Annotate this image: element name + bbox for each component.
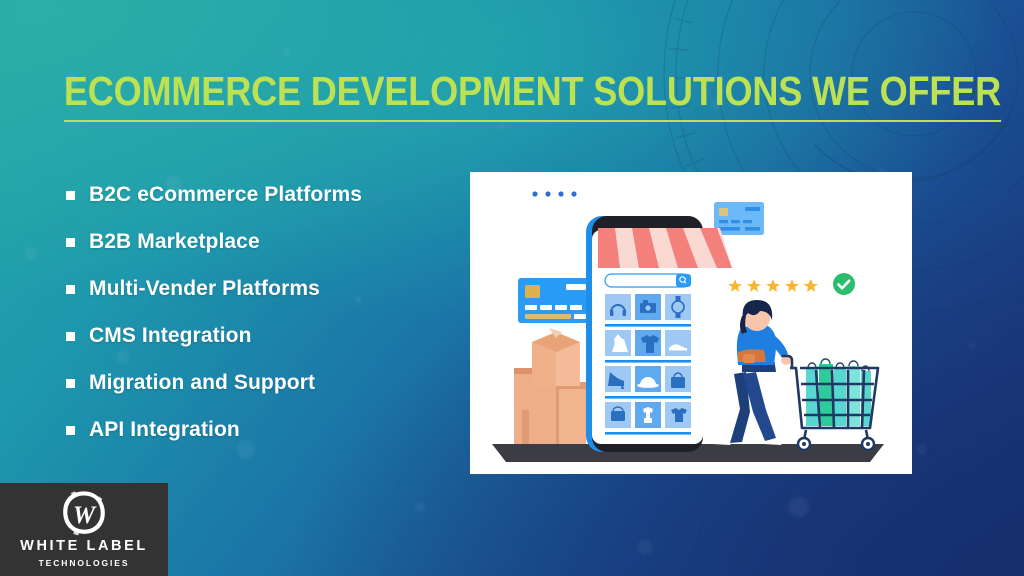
list-item: API Integration (66, 417, 456, 464)
bullet-label: B2B Marketplace (89, 230, 260, 253)
square-bullet-icon (66, 332, 75, 341)
list-item: Migration and Support (66, 370, 456, 417)
list-item: Multi-Vender Platforms (66, 276, 456, 323)
square-bullet-icon (66, 191, 75, 200)
bullet-label: Migration and Support (89, 371, 316, 394)
page-title: ECOMMERCE DEVELOPMENT SOLUTIONS WE OFFER (63, 69, 1001, 123)
bullet-label: B2C eCommerce Platforms (89, 183, 363, 206)
shopper-woman-icon (713, 300, 791, 445)
smartphone-store-icon (586, 216, 732, 452)
logo-company-subtitle: TECHNOLOGIES (38, 557, 130, 568)
square-bullet-icon (66, 285, 75, 294)
background-compass-dial-icon (663, 0, 1024, 325)
verified-check-icon (833, 273, 855, 295)
striped-awning-icon (598, 228, 732, 268)
ecommerce-illustration-card (470, 172, 912, 474)
square-bullet-icon (66, 426, 75, 435)
ecommerce-illustration (492, 191, 884, 462)
rating-stars-icon (728, 279, 818, 292)
white-label-w-monogram-icon: W (63, 491, 105, 536)
credit-card-left-icon (518, 278, 594, 323)
bullet-label: Multi-Vender Platforms (89, 277, 320, 300)
shopping-cart-with-bags-icon (782, 354, 880, 452)
cardboard-boxes-icon (514, 328, 586, 444)
ground-shadow (492, 444, 884, 462)
search-bar (604, 273, 691, 288)
list-item: B2B Marketplace (66, 229, 456, 276)
bullet-label: API Integration (89, 418, 240, 441)
list-item: CMS Integration (66, 323, 456, 370)
services-bullet-list: B2C eCommerce Platforms B2B Marketplace … (66, 182, 456, 464)
credit-card-top-icon (714, 202, 764, 235)
product-grid (605, 294, 691, 435)
bullet-label: CMS Integration (89, 324, 252, 347)
square-bullet-icon (66, 379, 75, 388)
dots-row-icon (532, 191, 577, 197)
svg-text:W: W (73, 502, 97, 529)
company-logo: W WHITE LABEL TECHNOLOGIES (0, 483, 168, 576)
list-item: B2C eCommerce Platforms (66, 182, 456, 229)
square-bullet-icon (66, 238, 75, 247)
logo-company-name: WHITE LABEL (20, 538, 148, 554)
slide-title-container: ECOMMERCE DEVELOPMENT SOLUTIONS WE OFFER (0, 69, 1024, 123)
